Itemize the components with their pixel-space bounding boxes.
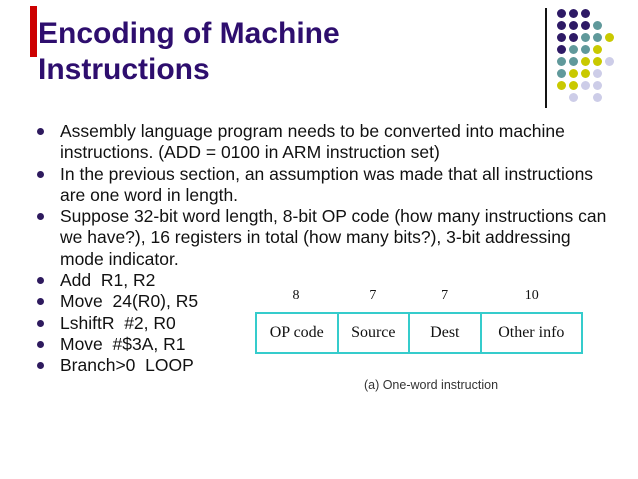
deco-dot <box>593 57 602 66</box>
field-cell: OP code <box>269 324 324 341</box>
bit-width-labels: 8 7 7 10 <box>255 288 583 306</box>
deco-dot <box>581 33 590 42</box>
deco-dot <box>593 81 602 90</box>
field-cell: Source <box>336 314 409 352</box>
bullet-item: Move 24(R0), R5 <box>36 291 614 312</box>
deco-dot <box>593 69 602 78</box>
deco-dot <box>593 33 602 42</box>
deco-dot <box>581 81 590 90</box>
bullet-icon <box>37 128 44 135</box>
bullet-icon <box>37 319 44 327</box>
diagram-caption: (a) One-word instruction <box>363 378 499 392</box>
bullet-icon <box>37 277 44 285</box>
bullet-item: Suppose 32-bit word length, 8-bit OP cod… <box>36 206 614 270</box>
deco-dot <box>569 81 578 90</box>
deco-dot <box>557 69 566 78</box>
bullet-icon <box>37 298 44 306</box>
deco-dot <box>593 21 602 30</box>
deco-dot <box>569 57 578 66</box>
bullet-item: Add R1, R2 <box>36 270 614 291</box>
dot-grid-decoration <box>557 9 627 109</box>
deco-dot <box>557 9 566 18</box>
deco-dot <box>557 21 566 30</box>
bullet-text: Branch>0 LOOP <box>60 355 194 376</box>
bullet-text: Move #$3A, R1 <box>60 333 186 354</box>
deco-dot <box>581 69 590 78</box>
bit-width-label: 7 <box>441 288 449 303</box>
deco-dot <box>569 33 578 42</box>
deco-dot <box>557 57 566 66</box>
bullet-list: Assembly language program needs to be co… <box>36 121 614 377</box>
bullet-icon <box>37 170 44 178</box>
slide-title-line-1: Encoding of Machine <box>38 17 340 50</box>
bit-width-label: 7 <box>369 288 377 303</box>
bit-width-label: 8 <box>292 288 300 303</box>
deco-dot <box>569 93 578 102</box>
deco-dot <box>581 57 590 66</box>
bullet-text: In the previous section, an assumption w… <box>60 163 598 205</box>
bullet-item: In the previous section, an assumption w… <box>36 164 614 207</box>
field-cell: Dest <box>408 314 480 352</box>
bullet-text: Suppose 32-bit word length, 8-bit OP cod… <box>60 206 612 269</box>
deco-dot <box>581 21 590 30</box>
deco-dot <box>569 21 578 30</box>
deco-dot <box>581 9 590 18</box>
bullet-text: Move 24(R0), R5 <box>60 291 199 312</box>
bit-width-label: 10 <box>524 288 539 303</box>
deco-dot <box>557 33 566 42</box>
bullet-text: Add R1, R2 <box>60 270 156 291</box>
deco-dot <box>569 69 578 78</box>
field-cell: Other info <box>479 314 581 352</box>
deco-dot <box>605 57 614 66</box>
bullet-item: Branch>0 LOOP <box>36 355 614 376</box>
bullet-icon <box>37 213 44 221</box>
bullet-text: Assembly language program needs to be co… <box>60 121 570 163</box>
deco-dot <box>593 45 602 54</box>
deco-dot <box>581 45 590 54</box>
bullet-item: Move #$3A, R1 <box>36 334 614 355</box>
slide-title: Encoding of Machine Instructions <box>38 16 508 88</box>
deco-dot <box>593 93 602 102</box>
bullet-item: LshiftR #2, R0 <box>36 313 614 334</box>
bullet-text: LshiftR #2, R0 <box>60 312 176 333</box>
deco-dot <box>557 45 566 54</box>
red-accent-bar <box>30 6 37 57</box>
vertical-divider-line <box>545 8 547 108</box>
bullet-icon <box>37 340 44 348</box>
deco-dot <box>569 9 578 18</box>
bullet-item: Assembly language program needs to be co… <box>36 121 614 164</box>
bullet-icon <box>37 362 44 370</box>
deco-dot <box>605 33 614 42</box>
deco-dot <box>557 81 566 90</box>
deco-dot <box>569 45 578 54</box>
slide-title-line-2: Instructions <box>38 53 210 86</box>
